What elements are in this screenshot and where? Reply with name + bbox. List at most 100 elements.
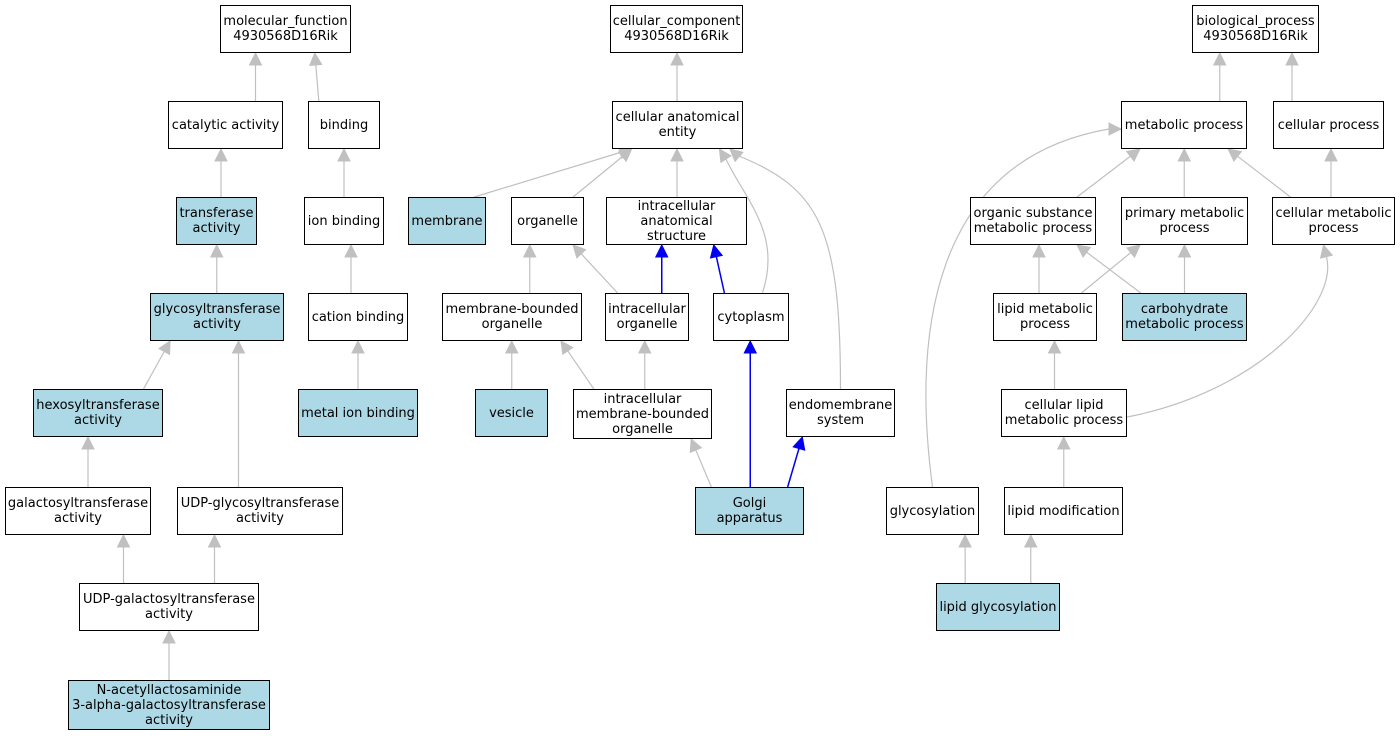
edge-hexo-to-glyco — [142, 340, 171, 390]
edge-vesicle-to-mbo — [504, 339, 519, 389]
arrowhead — [214, 147, 228, 162]
arrowhead — [1023, 533, 1038, 548]
node-cellular-process[interactable]: cellular process — [1273, 101, 1384, 149]
edge-golgi-to-imbo — [689, 437, 712, 488]
node-organic-substance-metabolic-process[interactable]: organic substance metabolic process — [970, 197, 1096, 245]
node-transferase-activity[interactable]: transferase activity — [176, 197, 257, 245]
node-primary-metabolic-process[interactable]: primary metabolic process — [1121, 197, 1248, 245]
edge-clmp-to-lmp — [1047, 339, 1062, 389]
edge-cationb-to-ionb — [344, 243, 358, 293]
edge-line — [724, 157, 769, 294]
edge-udpglyco-to-glyco — [231, 339, 246, 487]
node-cytoplasm[interactable]: cytoplasm — [713, 293, 789, 341]
arrowhead — [654, 243, 669, 258]
edge-osmp-to-mp — [1076, 148, 1141, 198]
arrowhead — [670, 51, 684, 66]
arrowhead — [337, 147, 351, 162]
edge-line — [580, 253, 619, 294]
edge-line — [1237, 155, 1291, 198]
edge-carb-to-osmp — [1076, 244, 1142, 294]
node-lipid-metabolic-process[interactable]: lipid metabolic process — [993, 293, 1097, 341]
edge-cyto-to-cae — [718, 148, 769, 294]
edge-cmp-to-mp — [1227, 148, 1291, 198]
node-metabolic-process[interactable]: metabolic process — [1121, 101, 1247, 149]
arrowhead — [1212, 51, 1227, 66]
node-ion-binding[interactable]: ion binding — [304, 197, 384, 245]
edge-line — [1086, 251, 1142, 294]
arrowhead — [248, 51, 263, 66]
node-biological-process-root[interactable]: biological_process 4930568D16Rik — [1192, 5, 1319, 53]
arrowhead — [709, 243, 724, 259]
arrowhead — [231, 339, 246, 354]
node-cellular-lipid-metabolic-process[interactable]: cellular lipid metabolic process — [1001, 389, 1127, 437]
edge-glyco-to-trans — [209, 243, 224, 293]
arrowhead — [1285, 51, 1299, 66]
arrowhead — [1047, 339, 1062, 354]
arrowhead — [207, 533, 222, 548]
node-cation-binding[interactable]: cation binding — [308, 293, 408, 341]
edge-lipglyco-to-lipmod — [1023, 533, 1038, 583]
node-endomembrane-system[interactable]: endomembrane system — [786, 389, 895, 437]
node-lipid-modification[interactable]: lipid modification — [1004, 487, 1123, 535]
arrowhead — [309, 51, 323, 67]
node-udp-glycosyltransferase-activity[interactable]: UDP-glycosyltransferase activity — [177, 487, 343, 535]
arrowhead — [1177, 243, 1192, 258]
node-carbohydrate-metabolic-process[interactable]: carbohydrate metabolic process — [1122, 293, 1247, 341]
node-molecular-function-root[interactable]: molecular_function 4930568D16Rik — [220, 5, 351, 53]
arrowhead — [1319, 243, 1334, 259]
node-vesicle[interactable]: vesicle — [475, 389, 548, 437]
edge-line — [786, 448, 800, 488]
arrowhead — [351, 339, 365, 354]
arrowhead — [617, 148, 633, 163]
node-glycosylation[interactable]: glycosylation — [886, 487, 979, 535]
arrowhead — [1125, 148, 1141, 163]
node-membrane[interactable]: membrane — [408, 197, 486, 245]
node-n-acetyllactosaminide-activity[interactable]: N-acetyllactosaminide 3-alpha-galactosyl… — [68, 680, 270, 730]
edge-imbo-to-mbo — [560, 340, 595, 390]
edge-line — [738, 155, 842, 390]
edge-cyto-to-ias — [709, 243, 726, 294]
arrowhead — [1126, 244, 1141, 259]
edge-membrane-to-cae — [474, 146, 633, 198]
edge-carb-to-pmp — [1177, 243, 1192, 293]
node-intracellular-anatomical-structure[interactable]: intracellular anatomical structure — [606, 197, 747, 245]
node-cellular-component-root[interactable]: cellular_component 4930568D16Rik — [610, 5, 743, 53]
node-intracellular-membrane-bounded-organelle[interactable]: intracellular membrane-bounded organelle — [573, 389, 712, 439]
node-organelle[interactable]: organelle — [511, 197, 584, 245]
node-membrane-bounded-organelle[interactable]: membrane-bounded organelle — [442, 293, 582, 341]
node-catalytic-activity[interactable]: catalytic activity — [168, 101, 283, 149]
edge-line — [715, 256, 726, 294]
edge-line — [142, 351, 165, 390]
arrowhead — [572, 244, 587, 259]
edge-organelle-to-cae — [572, 148, 633, 198]
arrowhead — [1177, 147, 1192, 162]
edge-lipmod-to-clmp — [1056, 435, 1071, 487]
arrowhead — [162, 629, 176, 644]
node-metal-ion-binding[interactable]: metal ion binding — [298, 389, 418, 437]
edge-ias-to-cae — [670, 147, 684, 197]
arrowhead — [729, 148, 744, 163]
node-glycosyltransferase-activity[interactable]: glycosyltransferase activity — [150, 293, 284, 341]
node-golgi-apparatus[interactable]: Golgi apparatus — [695, 487, 804, 535]
arrowhead — [1076, 244, 1092, 258]
edge-udpgal-to-galacto — [116, 533, 131, 583]
arrowhead — [344, 243, 358, 258]
edge-imbo-to-io — [637, 339, 652, 389]
edge-mbo-to-organelle — [522, 243, 537, 293]
arrowhead — [522, 243, 537, 258]
edge-lmp-to-pmp — [1081, 244, 1141, 294]
node-intracellular-organelle[interactable]: intracellular organelle — [605, 293, 689, 341]
node-cellular-anatomical-entity[interactable]: cellular anatomical entity — [612, 101, 743, 149]
edge-mp-to-bp — [1212, 51, 1227, 101]
edge-line — [925, 128, 1110, 488]
node-lipid-glycosylation[interactable]: lipid glycosylation — [936, 583, 1060, 631]
edge-line — [474, 151, 621, 198]
node-udp-galactosyltransferase-activity[interactable]: UDP-galactosyltransferase activity — [79, 583, 259, 631]
node-galactosyltransferase-activity[interactable]: galactosyltransferase activity — [5, 487, 151, 535]
arrowhead — [1108, 122, 1123, 136]
edge-ionb-to-bind — [337, 147, 351, 197]
node-cellular-metabolic-process[interactable]: cellular metabolic process — [1272, 197, 1395, 245]
node-binding[interactable]: binding — [308, 101, 380, 149]
node-hexosyltransferase-activity[interactable]: hexosyltransferase activity — [33, 389, 163, 437]
